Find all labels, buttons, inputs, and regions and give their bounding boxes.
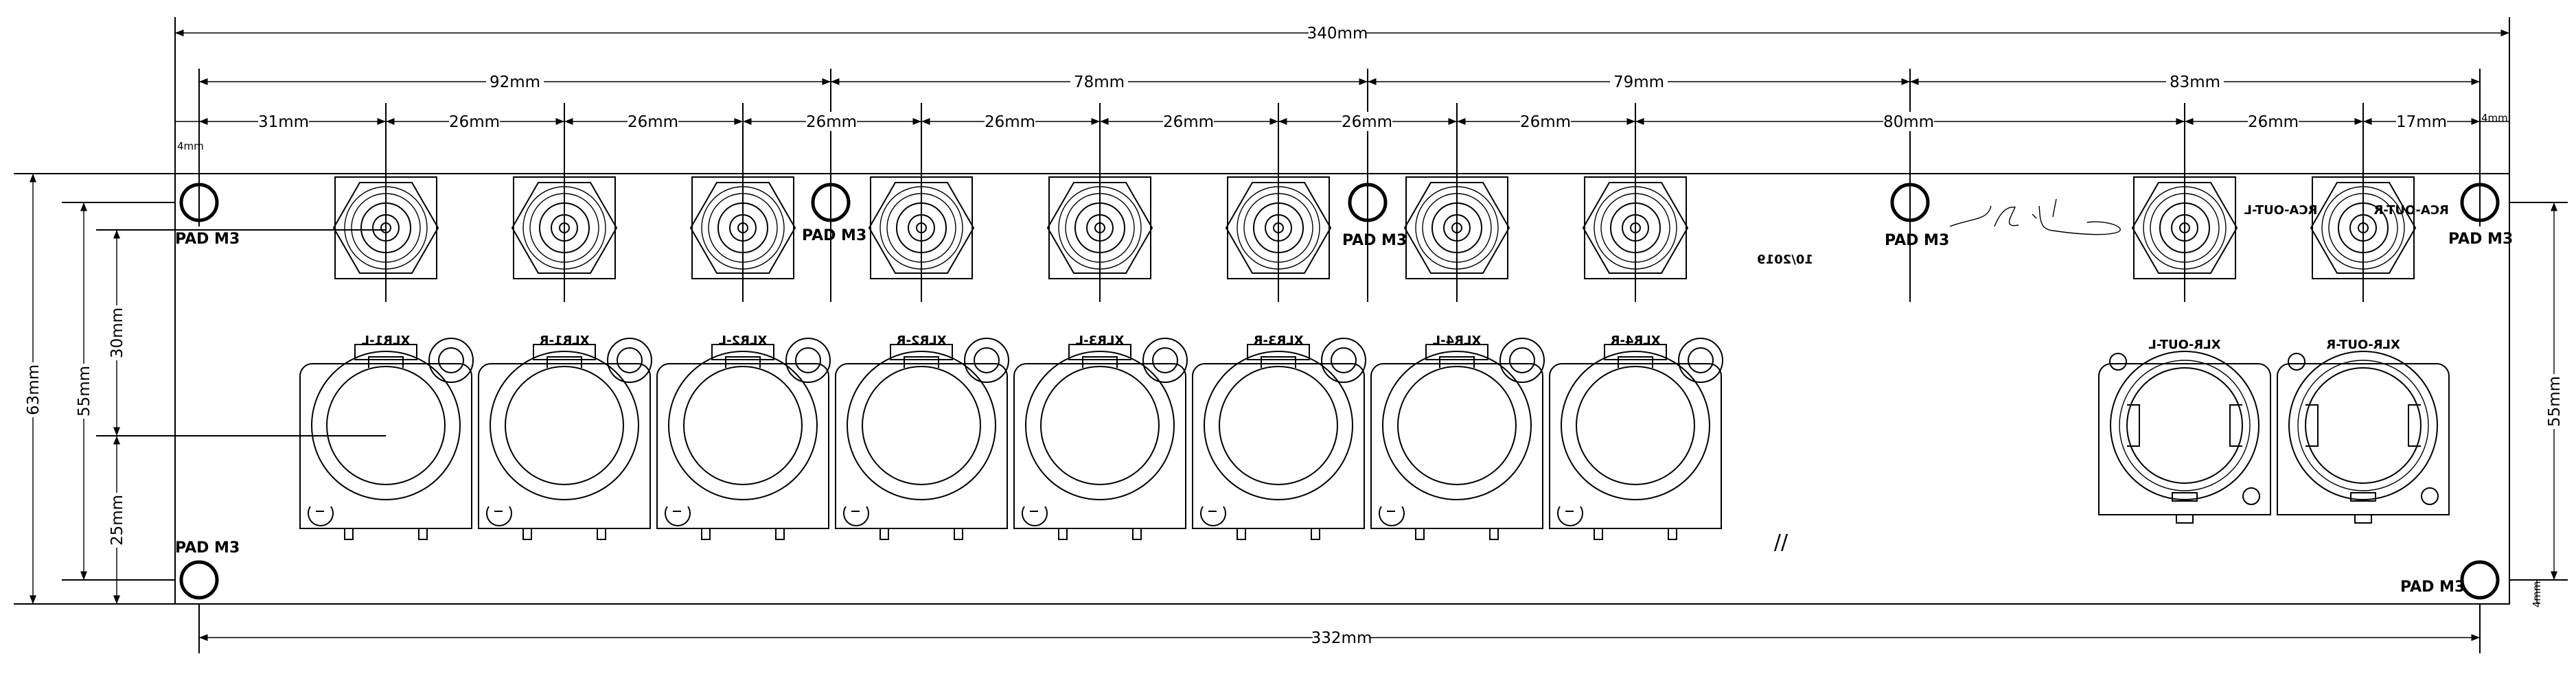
- dim-pitch-4: 26mm: [806, 113, 857, 131]
- label-xlr3-l: XLR3-L: [1076, 334, 1125, 348]
- dim-upper-row: 30mm: [108, 307, 126, 358]
- dim-pitch-9: 80mm: [1883, 113, 1934, 131]
- xlr-jack-7: [1370, 338, 1545, 540]
- xlr-jack-1: [299, 338, 474, 540]
- dim-pitch-6: 26mm: [1163, 113, 1214, 131]
- pad-label-top-2: PAD M3: [802, 227, 866, 244]
- dim-overall-width: 340mm: [1307, 25, 1368, 43]
- pad-label-bottom-left: PAD M3: [175, 539, 240, 557]
- label-xlr1-r: XLR1-R: [539, 334, 589, 348]
- dim-height: 63mm: [25, 364, 43, 415]
- xlr-in-connectors: [299, 338, 1723, 540]
- dim-small-right: 4mm: [2481, 112, 2508, 124]
- pad-label-top-3: PAD M3: [1342, 232, 1407, 249]
- dim-group-2: 78mm: [1074, 73, 1125, 91]
- xlr-jack-2: [478, 338, 652, 540]
- label-rca-out-r: RCA-OUT-R: [2373, 203, 2448, 218]
- dim-small-left: 4mm: [177, 140, 204, 152]
- date-stamp: 10/2019: [1757, 253, 1813, 267]
- label-xlr2-r: XLR2-R: [896, 334, 946, 348]
- dimension-labels: 340mm 92mm 78mm 79mm 83mm 31mm 26mm 26mm…: [24, 23, 2564, 647]
- xlr-out-connectors: [2098, 351, 2450, 524]
- dim-lower-row: 25mm: [108, 495, 126, 546]
- dim-group-4: 83mm: [2170, 73, 2220, 91]
- dim-pitch-7: 26mm: [1342, 113, 1392, 131]
- pad-label-top-left: PAD M3: [175, 231, 240, 248]
- pad-hole-top-right: [2460, 183, 2500, 222]
- dim-pitch-11: 17mm: [2396, 113, 2447, 131]
- pad-hole-top-left: [179, 183, 219, 222]
- pad-hole-top-2: [811, 183, 851, 222]
- label-xlr2-l: XLR2-L: [719, 334, 768, 348]
- xlr-jack-6: [1192, 338, 1366, 540]
- panel-outline: [174, 173, 2510, 605]
- label-xlr4-r: XLR4-R: [1610, 334, 1660, 348]
- annotations: 10/2019 //: [1757, 198, 2121, 555]
- slash-marks: //: [1774, 531, 1789, 555]
- pad-hole-top-3: [1348, 183, 1388, 222]
- xlr-jack-4: [835, 338, 1009, 540]
- pad-label-top-right: PAD M3: [2448, 231, 2513, 248]
- xlr-jack-5: [1013, 338, 1188, 540]
- dim-group-1: 92mm: [490, 73, 540, 91]
- dim-pitch-2: 26mm: [449, 113, 500, 131]
- rca-connectors: [333, 176, 2416, 279]
- label-xlr-out-l: XLR-OUT-L: [2148, 338, 2220, 352]
- dim-bottom-width: 332mm: [1311, 629, 1372, 647]
- pad-hole-top-4: [1890, 183, 1930, 222]
- pad-label-bottom-right: PAD M3: [2400, 579, 2465, 596]
- xlr-jack-8: [1549, 338, 1723, 540]
- dim-small-bottom-right: 4mm: [2531, 581, 2543, 608]
- xlr-out-jack-l: [2098, 351, 2271, 524]
- dim-pitch-10: 26mm: [2248, 113, 2299, 131]
- label-rca-out-l: RCA-OUT-L: [2244, 203, 2318, 218]
- dim-pitch-8: 26mm: [1520, 113, 1571, 131]
- pad-hole-bottom-right: [2460, 560, 2500, 600]
- dim-group-3: 79mm: [1613, 73, 1664, 91]
- label-xlr3-r: XLR3-R: [1253, 334, 1303, 348]
- label-xlr1-l: XLR1-L: [362, 334, 411, 348]
- dim-pitch-3: 26mm: [628, 113, 678, 131]
- pad-hole-bottom-left: [179, 560, 219, 600]
- signature-mark: [1949, 198, 2121, 235]
- label-xlr4-l: XLR4-L: [1433, 334, 1482, 348]
- label-xlr-out-r: XLR-OUT-R: [2326, 338, 2400, 352]
- connector-labels: XLR1-L XLR1-R XLR2-L XLR2-R XLR3-L XLR3-…: [362, 203, 2449, 352]
- dim-pitch-1: 31mm: [258, 113, 309, 131]
- dim-pitch-5: 26mm: [985, 113, 1035, 131]
- xlr-out-jack-r: [2277, 351, 2450, 524]
- mounting-pads: PAD M3 PAD M3 PAD M3 PAD M3 PAD M3 PAD M…: [175, 183, 2513, 600]
- pad-label-top-4: PAD M3: [1885, 232, 1949, 249]
- xlr-jack-3: [656, 338, 831, 540]
- dim-pad-span-right: 55mm: [2546, 376, 2564, 427]
- dim-pad-span: 55mm: [76, 366, 93, 417]
